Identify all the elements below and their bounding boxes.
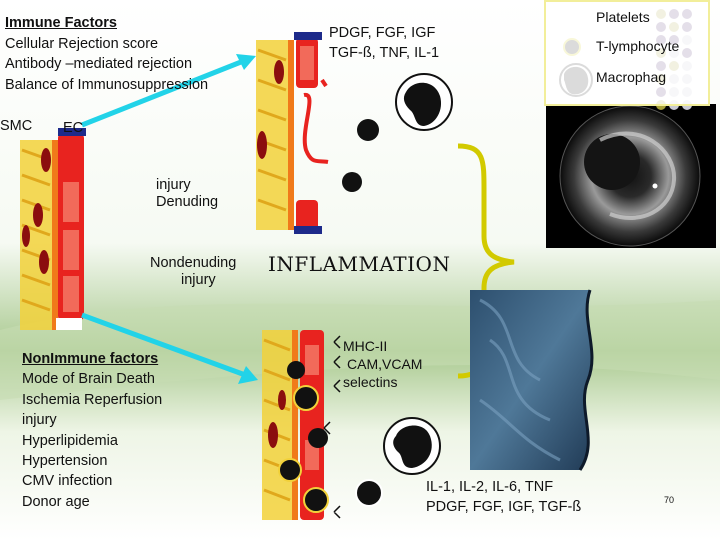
- immune-factors-block: Immune Factors Cellular Rejection score …: [5, 13, 208, 95]
- immune-item: Balance of Immunosuppression: [5, 76, 209, 93]
- cytokines-block: IL-1, IL-2, IL-6, TNF PDGF, FGF, IGF, TG…: [426, 477, 581, 517]
- cytokines-line2: PDGF, FGF, IGF, TGF-ß: [426, 499, 582, 515]
- nondenuding-label: Nondenuding: [150, 255, 237, 271]
- denuding-label: Denuding: [156, 194, 219, 210]
- smc-label: SMC: [0, 118, 33, 134]
- nonimmune-item: Hyperlipidemia: [22, 432, 118, 449]
- ec-label: EC: [63, 120, 84, 136]
- nonimmune-item: Ischemia Reperfusion: [22, 391, 163, 408]
- upper-cells: [342, 73, 453, 192]
- growth-factors-line2: TGF-ß, TNF, IL-1: [329, 44, 440, 61]
- adhesion-molecules-block: MHC-II CAM,VCAM selectins: [343, 337, 422, 391]
- nonimmune-item: CMV infection: [22, 473, 113, 490]
- growth-factors-line1: PDGF, FGF, IGF: [329, 25, 436, 41]
- nonimmune-factors-title: NonImmune factors: [22, 351, 159, 367]
- page-number: 70: [664, 495, 675, 505]
- legend-macrophage: Macrophag: [596, 69, 667, 85]
- adhesion-item: CAM,VCAM: [347, 356, 423, 372]
- legend-t-lymphocyte: T-lymphocyte: [596, 38, 680, 54]
- cytokines-line1: IL-1, IL-2, IL-6, TNF: [426, 479, 554, 495]
- nondenuding-injury-label: injury: [181, 272, 216, 288]
- lower-vessel-wall: [262, 330, 341, 520]
- cell-legend: Platelets T-lymphocyte Macrophag: [544, 0, 710, 106]
- adhesion-item: MHC-II: [343, 338, 388, 354]
- nonimmune-item: injury: [22, 412, 57, 429]
- left-vessel-wall: [20, 128, 86, 330]
- nonimmune-factors-block: NonImmune factors Mode of Brain Death Is…: [22, 349, 162, 512]
- immune-item: Cellular Rejection score: [5, 35, 159, 52]
- adhesion-item: selectins: [343, 374, 398, 390]
- immune-item: Antibody –mediated rejection: [5, 56, 193, 72]
- immune-factors-title: Immune Factors: [5, 15, 117, 31]
- histology-image: [470, 289, 594, 471]
- legend-platelets: Platelets: [596, 9, 650, 25]
- upper-vessel-wall: [256, 32, 329, 234]
- injury-label: injury: [156, 177, 191, 193]
- cyan-arrows: [81, 54, 258, 384]
- nonimmune-item: Donor age: [22, 493, 90, 510]
- growth-factors-block: PDGF, FGF, IGF TGF-ß, TNF, IL-1: [329, 24, 439, 63]
- inflammation-label: INFLAMMATION: [268, 252, 451, 276]
- nonimmune-item: Mode of Brain Death: [22, 371, 155, 388]
- ivus-image: [546, 104, 716, 248]
- lower-cells: [355, 417, 441, 507]
- nonimmune-item: Hypertension: [22, 453, 108, 470]
